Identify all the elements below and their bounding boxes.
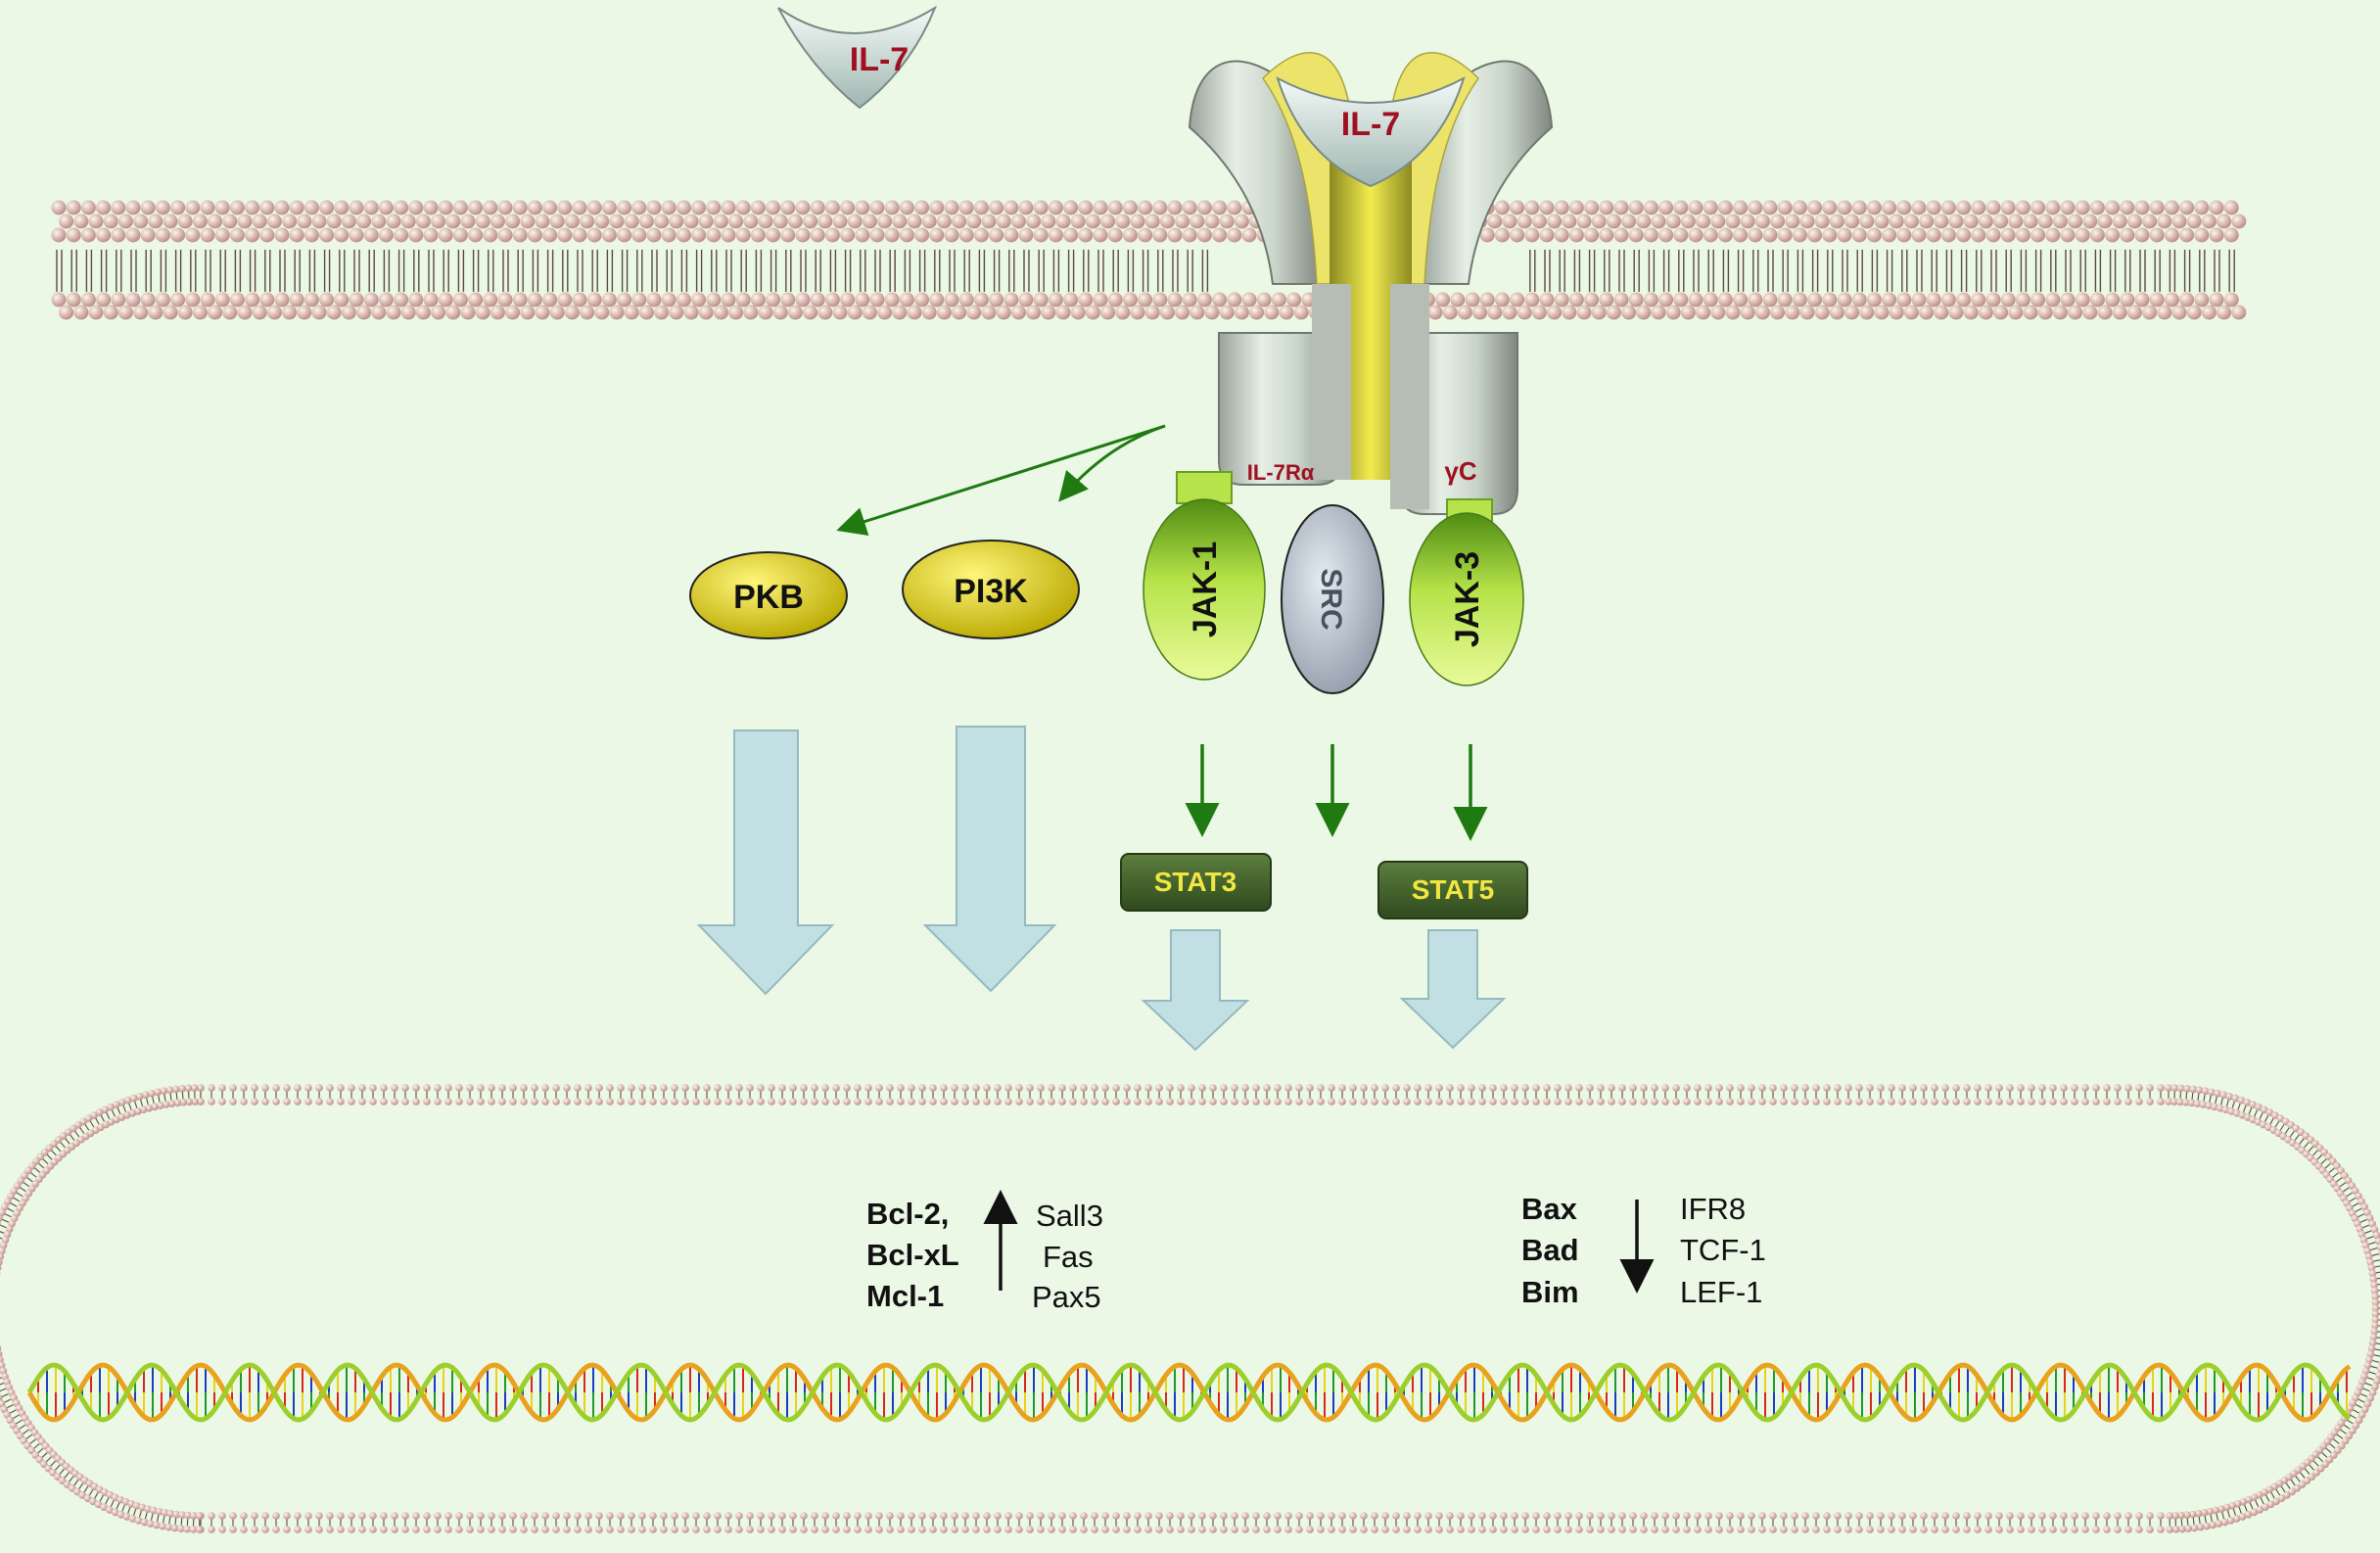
jak1-node: JAK-1 — [1143, 471, 1266, 681]
il7-free-ligand: IL-7 — [777, 5, 938, 110]
pkb-block-arrow — [696, 729, 835, 996]
stat3-block-arrow — [1141, 929, 1250, 1052]
stat3-node: STAT3 — [1120, 853, 1272, 912]
gene-fas: Fas — [1043, 1240, 1094, 1274]
cell-membrane — [51, 200, 2247, 320]
pi3k-node: PI3K — [902, 540, 1080, 639]
pkb-label: PKB — [733, 579, 804, 616]
stat3-label: STAT3 — [1154, 867, 1237, 897]
gene-bclxl: Bcl-xL — [866, 1238, 959, 1272]
activation-arrows — [836, 424, 1488, 841]
gene-bim: Bim — [1521, 1275, 1579, 1309]
il7r-alpha-label: IL-7Rα — [1247, 460, 1315, 485]
gene-bax: Bax — [1521, 1192, 1578, 1226]
pi3k-block-arrow — [922, 726, 1057, 993]
gene-sall3: Sall3 — [1036, 1199, 1103, 1233]
src-node: SRC — [1281, 504, 1384, 694]
nucleus — [0, 1084, 2380, 1533]
gene-regulation-right: Bax Bad Bim IFR8 TCF-1 LEF-1 — [1521, 1192, 1766, 1309]
gene-pax5: Pax5 — [1032, 1280, 1101, 1314]
gene-bad: Bad — [1521, 1233, 1579, 1267]
jak1-label: JAK-1 — [1187, 541, 1224, 637]
dna-helix — [26, 1362, 2352, 1423]
pkb-node: PKB — [689, 551, 848, 639]
gene-ifr8: IFR8 — [1680, 1192, 1746, 1226]
jak3-node: JAK-3 — [1409, 498, 1524, 686]
stat5-block-arrow — [1399, 929, 1507, 1050]
gamma-c-label: γC — [1444, 456, 1476, 486]
gene-bcl2: Bcl-2, — [866, 1197, 949, 1231]
gene-regulation-left: Bcl-2, Bcl-xL Mcl-1 Sall3 Fas Pax5 — [866, 1190, 1103, 1314]
gene-tcf1: TCF-1 — [1680, 1233, 1766, 1267]
il7-bound-label: IL-7 — [1341, 106, 1400, 143]
stat5-node: STAT5 — [1377, 861, 1528, 919]
block-arrows — [696, 726, 1507, 1052]
il7-free-label: IL-7 — [850, 41, 909, 78]
jak3-label: JAK-3 — [1449, 551, 1486, 647]
il7-receptor-complex: IL-7 IL-7Rα γC — [1188, 52, 1554, 515]
gene-mcl1: Mcl-1 — [866, 1279, 944, 1313]
pi3k-label: PI3K — [954, 573, 1028, 610]
gene-lef1: LEF-1 — [1680, 1275, 1762, 1309]
stat5-label: STAT5 — [1412, 874, 1495, 905]
src-label: SRC — [1315, 568, 1347, 630]
